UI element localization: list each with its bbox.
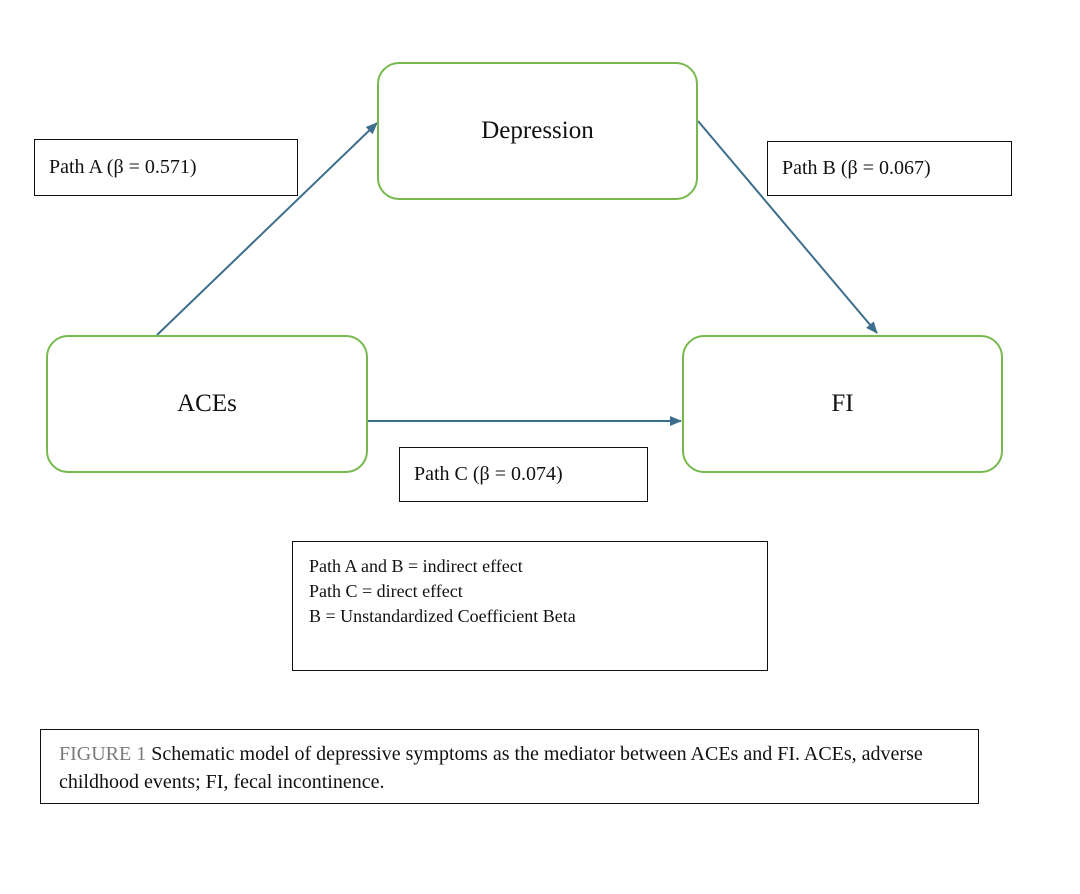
- figure-caption: FIGURE 1 Schematic model of depressive s…: [40, 729, 979, 804]
- path-a-text: Path A (β = 0.571): [49, 156, 197, 178]
- legend-box: Path A and B = indirect effect Path C = …: [292, 541, 768, 671]
- node-fi-label: FI: [831, 390, 854, 417]
- path-a-label: Path A (β = 0.571): [34, 139, 298, 196]
- node-aces: ACEs: [46, 335, 368, 473]
- arrow-path-b: [697, 120, 878, 334]
- node-aces-label: ACEs: [177, 390, 237, 417]
- path-b-label: Path B (β = 0.067): [767, 141, 1012, 196]
- node-fi: FI: [682, 335, 1003, 473]
- legend-line: Path A and B = indirect effect: [309, 556, 523, 576]
- figure-caption-label: FIGURE 1: [59, 743, 147, 765]
- node-depression: Depression: [377, 62, 698, 200]
- path-b-text: Path B (β = 0.067): [782, 157, 931, 179]
- path-c-text: Path C (β = 0.074): [414, 463, 563, 485]
- legend-line: Path C = direct effect: [309, 581, 463, 601]
- arrow-path-a: [156, 122, 378, 336]
- path-c-label: Path C (β = 0.074): [399, 447, 648, 502]
- figure-caption-text: Schematic model of depressive symptoms a…: [59, 743, 923, 793]
- node-depression-label: Depression: [481, 117, 594, 144]
- legend-line: B = Unstandardized Coefficient Beta: [309, 606, 576, 626]
